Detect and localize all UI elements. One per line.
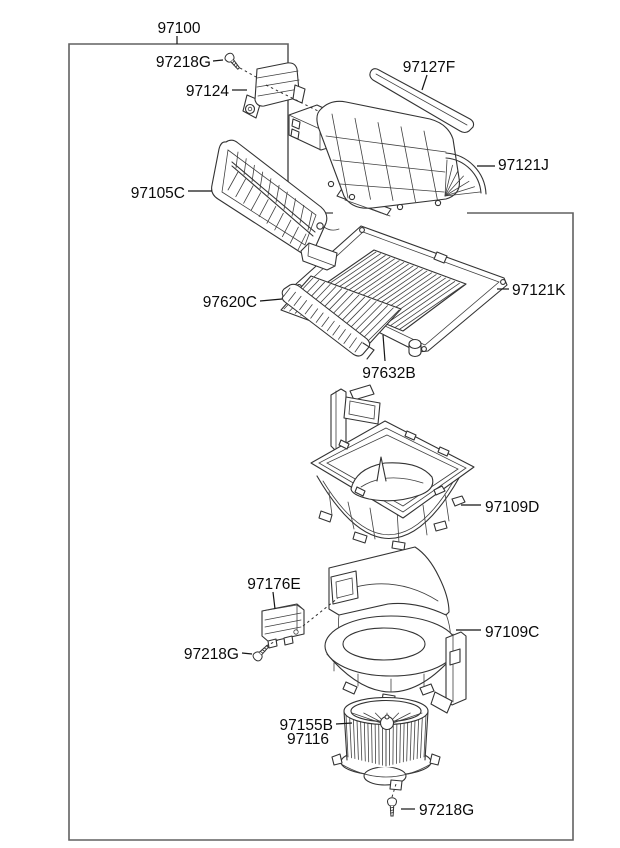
leader-lines [176,36,509,810]
drum-segments [328,491,450,544]
screw-97218G-top [222,51,243,72]
label-97116: 97116 [287,731,329,748]
label-97105C: 97105C [131,185,185,202]
strip-ribs [282,287,363,353]
label-97155B: 97155B [280,717,333,734]
label-97121K: 97121K [512,282,566,299]
assembly-dotted-lines [239,67,397,798]
label-97127F: 97127F [403,59,456,76]
label-97218G-mid: 97218G [184,646,239,663]
part-97620C-drawing [281,283,375,360]
label-97121J: 97121J [498,157,549,174]
label-97124: 97124 [186,83,229,100]
label-97218G-bottom: 97218G [419,802,474,819]
part-labels: 97100 97218G 97124 97127F 97121J 97105C … [131,20,566,819]
part-97176E-drawing [261,603,305,649]
label-97632B: 97632B [362,365,415,382]
label-97218G-top: 97218G [156,54,211,71]
label-97620C: 97620C [203,294,257,311]
part-97127F-drawing [369,68,475,134]
part-97121J-drawing [288,100,487,217]
wheel-blades-right [385,714,427,767]
screw-97218G-mid [251,642,272,663]
label-97176E: 97176E [247,576,300,593]
screw-97218G-bottom [387,797,397,817]
fan-rays [444,159,481,197]
label-97100: 97100 [157,20,200,37]
part-97109C-drawing [324,546,467,714]
label-97109D: 97109D [485,499,539,516]
part-97105C-drawing [211,139,340,256]
cover-pleats-lower [227,171,307,251]
label-97109C: 97109C [485,624,539,641]
part-97109D-drawing [310,384,475,551]
part-97116-drawing [331,696,441,791]
cover-pleats-upper [235,151,313,231]
assembly-boundary-box [68,43,574,841]
grid-lines-horizontal [325,135,447,193]
part-97124-drawing [242,62,306,119]
